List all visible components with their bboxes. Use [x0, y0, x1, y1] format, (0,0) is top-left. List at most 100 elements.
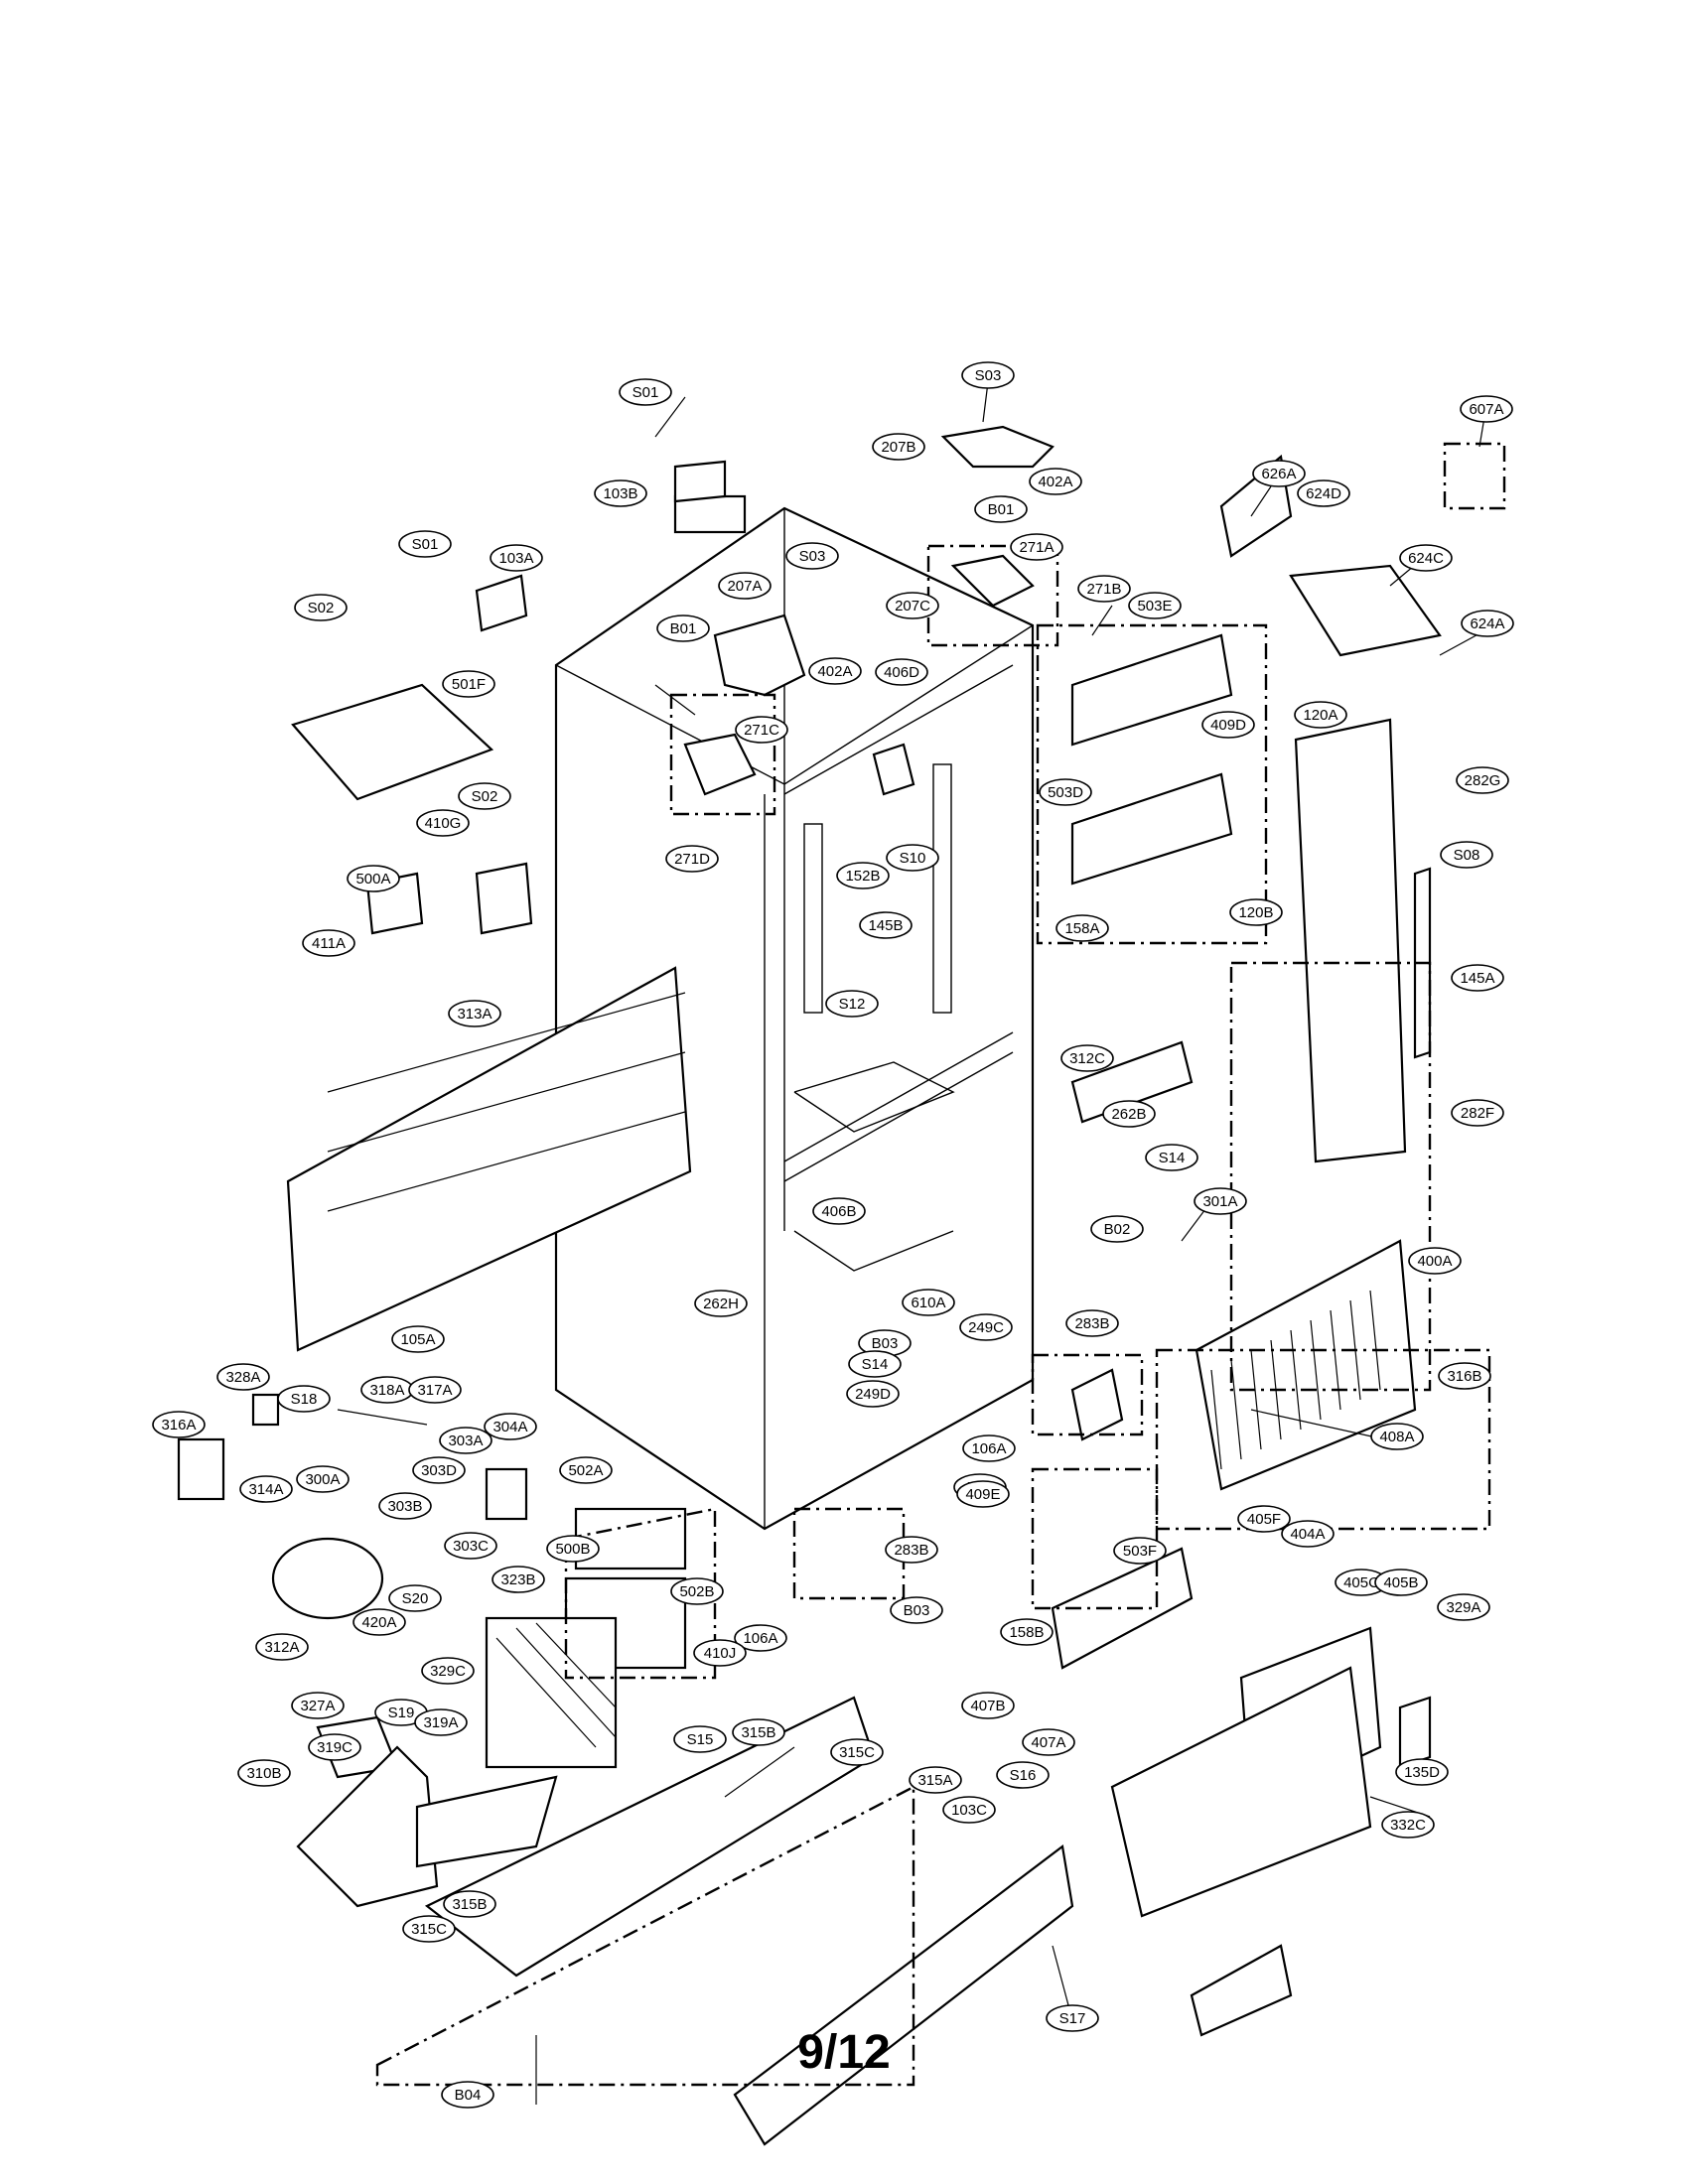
- callout-s02: S02: [294, 594, 348, 621]
- callout-text: 624C: [1408, 550, 1444, 567]
- callout-text: 332C: [1390, 1817, 1426, 1834]
- callout-text: 207B: [881, 439, 915, 456]
- callout-158b: 158B: [1000, 1618, 1054, 1646]
- callout-text: 405C: [1343, 1574, 1379, 1591]
- callout-text: 607A: [1469, 401, 1503, 418]
- callout-text: 405F: [1247, 1511, 1281, 1528]
- callout-152b: 152B: [836, 862, 890, 889]
- callout-text: B01: [670, 620, 697, 637]
- callout-315b: 315B: [443, 1890, 496, 1918]
- callout-607a: 607A: [1460, 395, 1513, 423]
- callout-text: S01: [412, 536, 439, 553]
- callout-315c: 315C: [402, 1915, 456, 1943]
- callout-text: S02: [308, 600, 335, 616]
- callout-503e: 503E: [1128, 592, 1182, 619]
- callout-405c: 405C: [1335, 1569, 1388, 1596]
- callout-text: 106A: [743, 1630, 777, 1647]
- callout-text: S14: [862, 1356, 889, 1373]
- top-hinge-assembly: [673, 425, 1055, 796]
- callout-315a: 315A: [909, 1766, 962, 1794]
- callout-text: 103B: [603, 485, 637, 502]
- callout-text: 283B: [1074, 1315, 1109, 1332]
- callout-135d: 135D: [1395, 1758, 1449, 1786]
- callout-text: 502B: [679, 1583, 714, 1600]
- callout-text: 409D: [1210, 717, 1246, 734]
- callout-271d: 271D: [665, 845, 719, 873]
- left-components: [286, 460, 727, 1352]
- callout-327a: 327A: [291, 1692, 345, 1719]
- callout-500a: 500A: [347, 865, 400, 892]
- callout-text: 158A: [1064, 920, 1099, 937]
- callout-text: 312C: [1069, 1050, 1105, 1067]
- callout-328a: 328A: [216, 1363, 270, 1391]
- callout-407b: 407B: [961, 1692, 1015, 1719]
- callout-text: 317A: [417, 1382, 452, 1399]
- callout-316a: 316A: [152, 1411, 206, 1438]
- callout-text: 407A: [1031, 1734, 1065, 1751]
- callout-text: 402A: [1038, 474, 1072, 490]
- callout-s14: S14: [1145, 1144, 1198, 1171]
- callout-text: B01: [988, 501, 1015, 518]
- callout-408a: 408A: [1370, 1423, 1424, 1450]
- callout-406b: 406B: [812, 1197, 866, 1225]
- callout-332c: 332C: [1381, 1811, 1435, 1839]
- callout-314a: 314A: [239, 1475, 293, 1503]
- callout-text: 406D: [884, 664, 919, 681]
- callout-text: 106A: [971, 1440, 1006, 1457]
- callout-text: 310B: [246, 1765, 281, 1782]
- callout-text: 120B: [1238, 904, 1273, 921]
- callout-303b: 303B: [378, 1492, 432, 1520]
- callout-120b: 120B: [1229, 898, 1283, 926]
- callout-labels: S01S03207B402A607A103BB01626A624DS01103A…: [152, 361, 1514, 2109]
- callout-text: S02: [472, 788, 498, 805]
- callout-text: 303C: [453, 1538, 489, 1555]
- callout-310b: 310B: [237, 1759, 291, 1787]
- callout-145b: 145B: [859, 911, 913, 939]
- callout-text: 410G: [425, 815, 462, 832]
- callout-303c: 303C: [444, 1532, 497, 1560]
- callout-text: 318A: [369, 1382, 404, 1399]
- callout-420a: 420A: [352, 1608, 406, 1636]
- callout-text: 500A: [355, 871, 390, 887]
- callout-text: B03: [904, 1602, 930, 1619]
- callout-271c: 271C: [735, 716, 788, 744]
- callout-b01: B01: [974, 495, 1028, 523]
- callout-text: 262B: [1111, 1106, 1146, 1123]
- callout-text: 271D: [674, 851, 710, 868]
- callout-316b: 316B: [1438, 1362, 1491, 1390]
- callout-503f: 503F: [1113, 1537, 1167, 1565]
- callout-text: 411A: [312, 935, 346, 952]
- callout-s08: S08: [1440, 841, 1493, 869]
- callout-312c: 312C: [1060, 1044, 1114, 1072]
- callout-271a: 271A: [1010, 533, 1063, 561]
- callout-283b: 283B: [1065, 1309, 1119, 1337]
- callout-text: B03: [872, 1335, 899, 1352]
- callout-b01: B01: [656, 614, 710, 642]
- callout-text: 503E: [1137, 598, 1172, 614]
- callout-text: 503F: [1123, 1543, 1157, 1560]
- callout-501f: 501F: [442, 670, 495, 698]
- callout-text: 323B: [500, 1571, 535, 1588]
- callout-text: S18: [291, 1391, 318, 1408]
- callout-text: 249C: [968, 1319, 1004, 1336]
- callout-317a: 317A: [408, 1376, 462, 1404]
- callout-s01: S01: [398, 530, 452, 558]
- callout-text: 404A: [1290, 1526, 1325, 1543]
- callout-text: S03: [799, 548, 826, 565]
- callout-text: 271B: [1086, 581, 1121, 598]
- callout-103a: 103A: [490, 544, 543, 572]
- callout-262h: 262H: [694, 1290, 748, 1317]
- callout-text: 303A: [448, 1433, 483, 1449]
- callout-312a: 312A: [255, 1633, 309, 1661]
- callout-282g: 282G: [1456, 766, 1509, 794]
- callout-626a: 626A: [1252, 460, 1306, 487]
- callout-249c: 249C: [959, 1313, 1013, 1341]
- callout-b02: B02: [1090, 1215, 1144, 1243]
- callout-text: 624A: [1470, 615, 1504, 632]
- callout-503d: 503D: [1039, 778, 1092, 806]
- callout-text: 501F: [452, 676, 486, 693]
- callout-text: 304A: [492, 1419, 527, 1435]
- callout-158a: 158A: [1055, 914, 1109, 942]
- callout-410g: 410G: [416, 809, 470, 837]
